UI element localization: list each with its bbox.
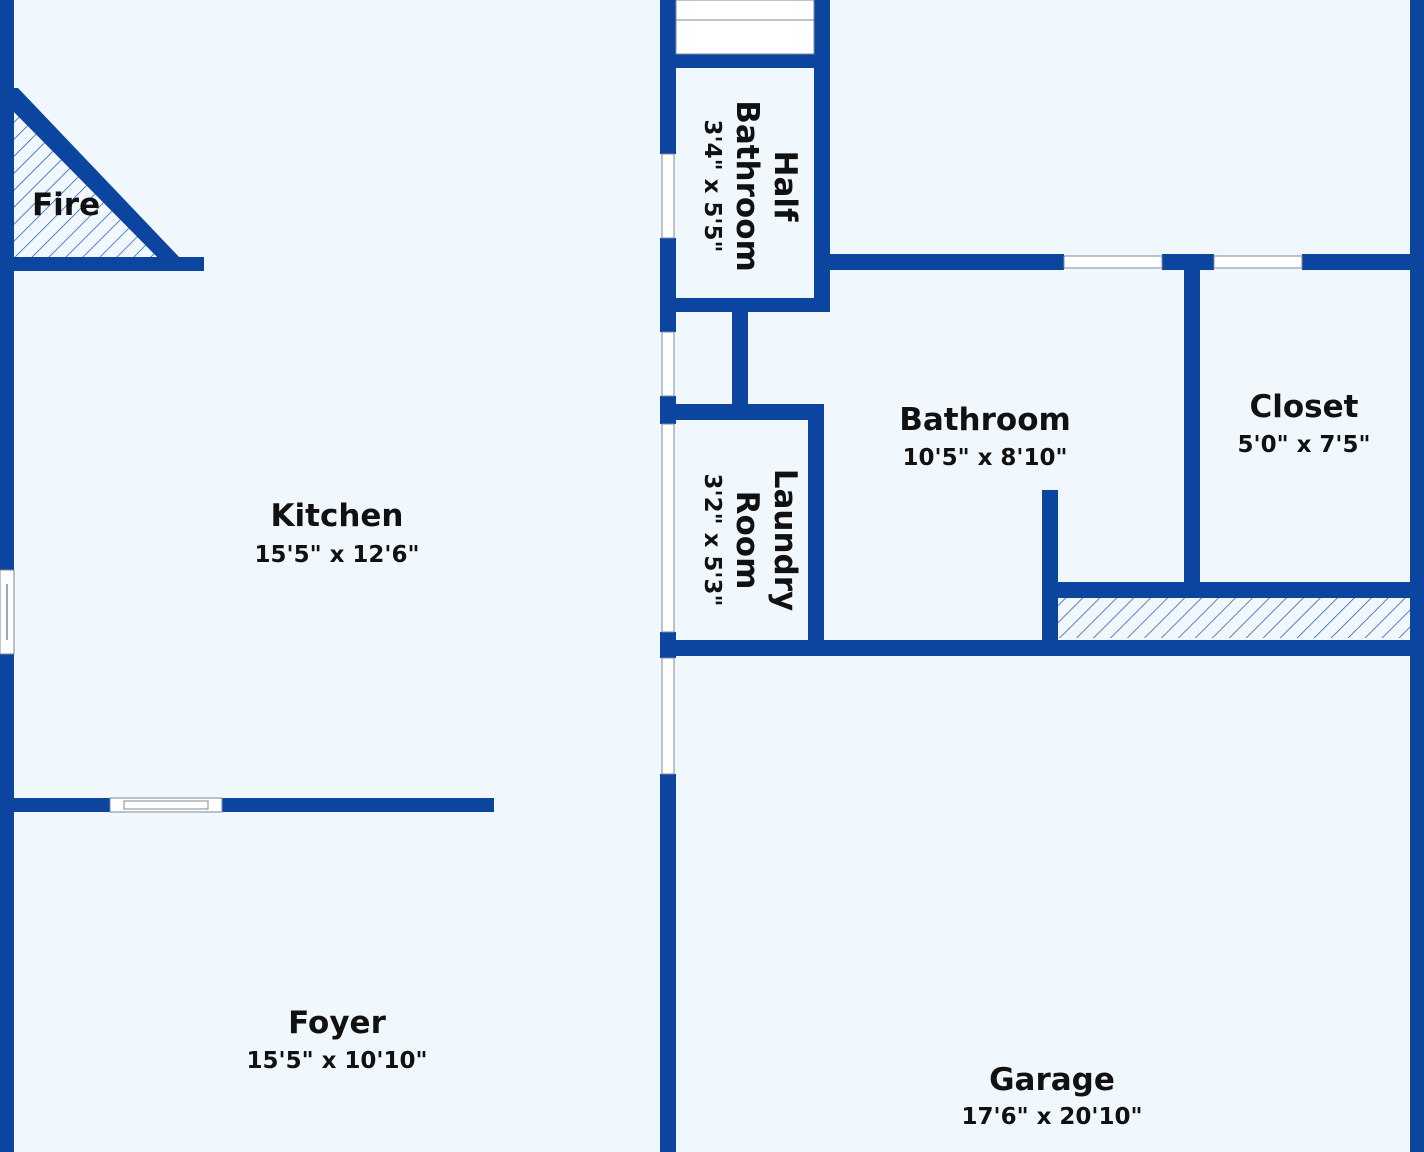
label-laundry-room: Laundry Room 3'2" x 5'3" bbox=[699, 469, 803, 612]
room-name-kitchen: Kitchen bbox=[270, 498, 403, 534]
room-name-half-line2: Bathroom bbox=[729, 100, 765, 272]
room-dims-kitchen: 15'5" x 12'6" bbox=[255, 542, 420, 568]
window-half-bath bbox=[661, 153, 675, 239]
fireplace-hearth bbox=[8, 88, 180, 266]
room-name-foyer: Foyer bbox=[288, 1005, 386, 1041]
window-top-closet-pane bbox=[675, 19, 815, 55]
room-name-fireplace: Fire bbox=[32, 187, 100, 223]
window-top-closet bbox=[675, 0, 815, 21]
storage-shelf-hatched bbox=[1058, 598, 1410, 638]
room-dims-bathroom: 10'5" x 8'10" bbox=[903, 445, 1068, 471]
room-dims-laundry: 3'2" x 5'3" bbox=[699, 474, 725, 607]
window-laundry bbox=[661, 423, 675, 633]
room-dims-foyer: 15'5" x 10'10" bbox=[247, 1048, 428, 1074]
label-garage: Garage 17'6" x 20'10" bbox=[962, 1062, 1143, 1130]
label-foyer: Foyer 15'5" x 10'10" bbox=[247, 1005, 428, 1074]
room-name-laundry-line2: Room bbox=[729, 491, 765, 590]
label-kitchen: Kitchen 15'5" x 12'6" bbox=[255, 498, 420, 568]
room-dims-garage: 17'6" x 20'10" bbox=[962, 1104, 1143, 1130]
window-garage bbox=[661, 657, 675, 775]
window-bathroom bbox=[1063, 255, 1163, 269]
room-dims-closet: 5'0" x 7'5" bbox=[1238, 432, 1371, 458]
room-name-laundry-line1: Laundry bbox=[767, 469, 803, 612]
room-name-bathroom: Bathroom bbox=[899, 402, 1071, 438]
label-bathroom: Bathroom 10'5" x 8'10" bbox=[899, 402, 1071, 471]
window-passage bbox=[661, 331, 675, 397]
room-dims-half: 3'4" x 5'5" bbox=[699, 120, 725, 253]
label-fireplace: Fire bbox=[32, 187, 100, 223]
window-closet bbox=[1213, 255, 1303, 269]
room-name-closet: Closet bbox=[1250, 389, 1359, 425]
label-closet: Closet 5'0" x 7'5" bbox=[1238, 389, 1371, 458]
label-half-bathroom: Half Bathroom 3'4" x 5'5" bbox=[699, 100, 803, 272]
room-name-garage: Garage bbox=[989, 1062, 1115, 1098]
windows bbox=[0, 0, 1303, 813]
room-name-half-line1: Half bbox=[767, 151, 803, 222]
